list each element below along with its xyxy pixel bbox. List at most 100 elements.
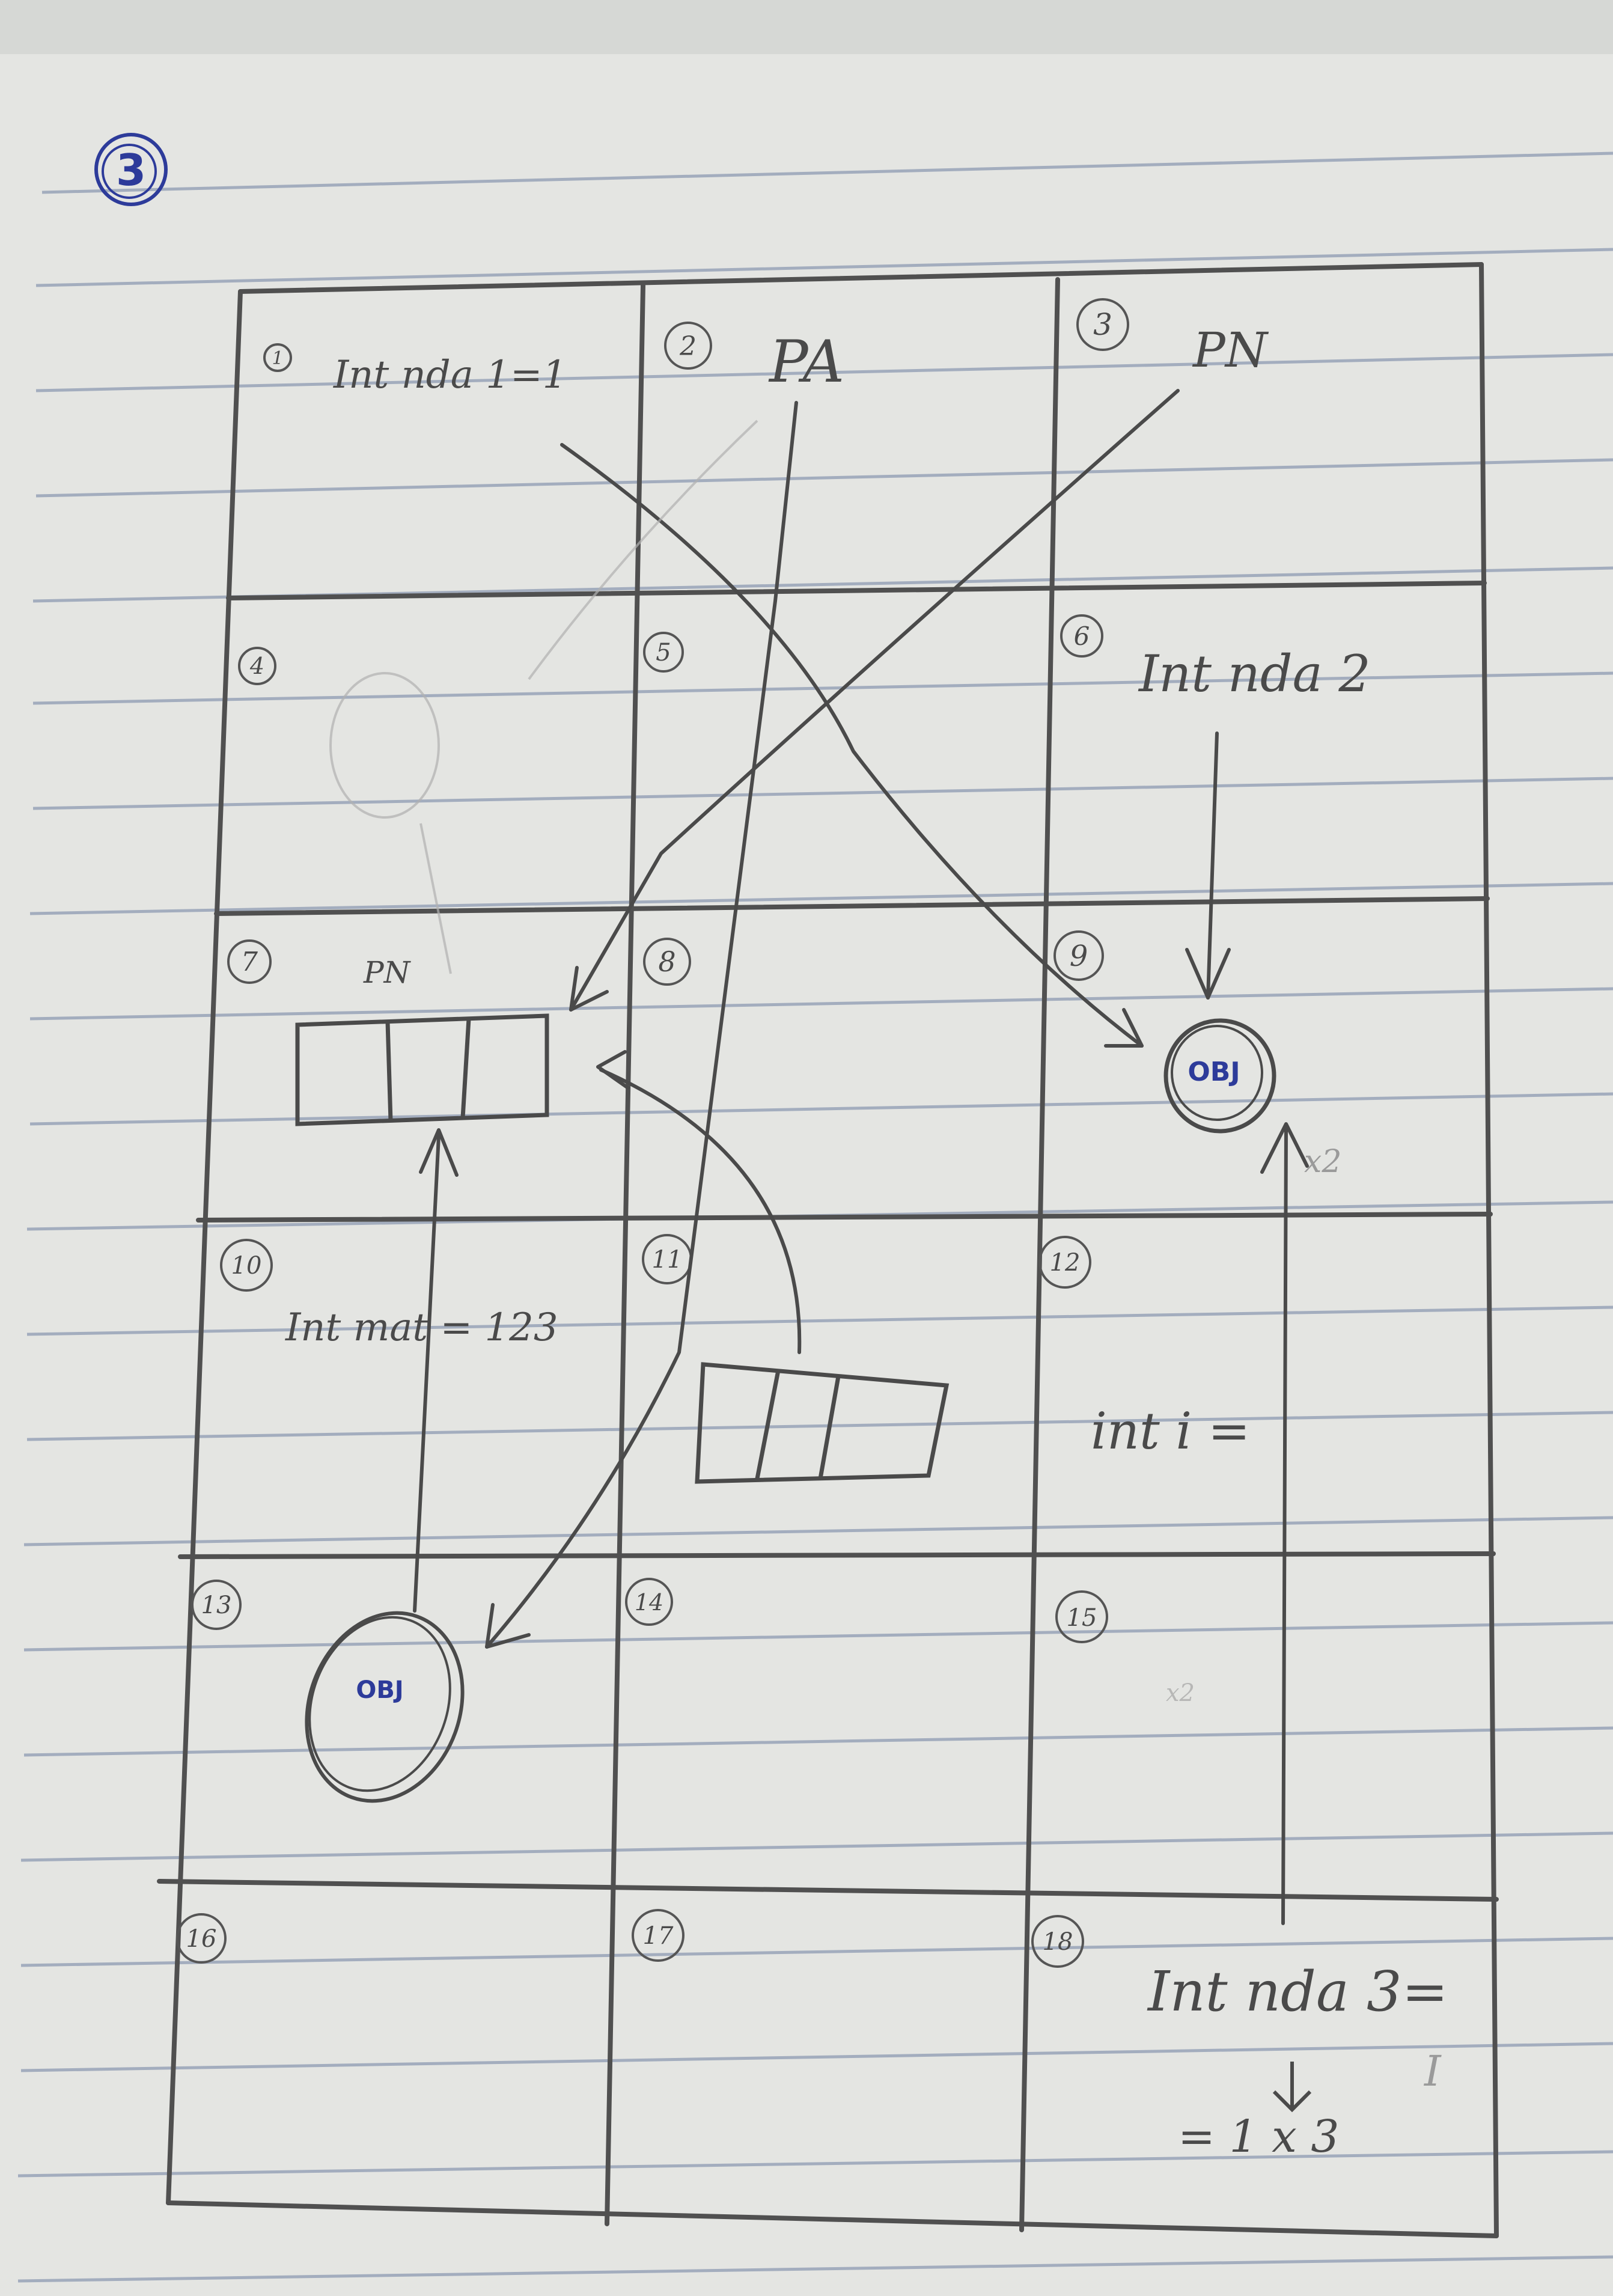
cell-11-number: 11	[652, 1246, 683, 1274]
arrow-pa-to-obj-head	[485, 1603, 531, 1649]
cell-6-number-circle	[1060, 614, 1103, 658]
cell-13-number-circle	[191, 1580, 242, 1630]
cell-6-number: 6	[1074, 621, 1090, 651]
cell-18-number: 18	[1043, 1928, 1073, 1956]
arrow-pa-to-obj	[485, 401, 798, 1649]
arrow-array-to-array	[599, 1068, 802, 1354]
reference-arrows	[413, 389, 1309, 1925]
cell-13-number: 13	[201, 1592, 232, 1619]
arrow-pn-to-array-head	[569, 966, 609, 1012]
grid-bottom-border	[166, 2200, 1499, 2238]
page-number-circle	[94, 133, 168, 206]
array-box-middle-divider-1	[755, 1370, 781, 1479]
object-top-label: OBJ	[1188, 1057, 1240, 1087]
object-top: OBJ	[1163, 1018, 1276, 1134]
cell-2-number-circle	[664, 322, 712, 370]
object-top-ring-inner	[1171, 1025, 1263, 1121]
grid-row-line-1	[226, 581, 1487, 600]
cell-15-number-circle	[1055, 1590, 1108, 1643]
cell-2-number: 2	[679, 331, 697, 362]
arrow-obj-to-array-head	[419, 1128, 459, 1177]
cell-8-number: 8	[658, 945, 675, 978]
grid-top-border	[238, 262, 1484, 294]
cell-9-number: 9	[1070, 939, 1088, 973]
cell-10-number: 10	[231, 1252, 262, 1280]
page-number-mark: 3	[94, 133, 168, 206]
cell-10-number-circle	[220, 1239, 273, 1292]
cell-12-number: 12	[1050, 1249, 1081, 1277]
page-number-circle-inner	[102, 144, 157, 199]
cell-1-text: Int nda 1=1	[333, 353, 567, 397]
array-box-middle	[695, 1362, 950, 1484]
cell-3-number-circle	[1076, 298, 1129, 351]
object-bottom-label: OBJ	[356, 1676, 403, 1704]
erased-sketch	[329, 420, 758, 974]
formula-note: = 1 x 3	[1178, 2111, 1339, 2163]
cell-15-number: 15	[1067, 1604, 1097, 1632]
cell-16-number: 16	[186, 1925, 217, 1953]
cell-5-number: 5	[656, 639, 671, 667]
cell-17-number-circle	[632, 1909, 685, 1962]
arrow-cell1-to-obj-head	[1104, 1008, 1144, 1048]
arrow-array-to-array-head	[596, 1050, 630, 1090]
grid-row-line-4	[178, 1551, 1496, 1559]
array-box-middle-outline	[695, 1362, 950, 1484]
cell-10-text: Int mat = 123	[285, 1305, 558, 1350]
cell-1-number-circle	[263, 343, 292, 372]
object-bottom: OBJ	[305, 1611, 465, 1803]
grid-left-border	[166, 289, 243, 2205]
cell-2-text: PA	[768, 328, 844, 395]
arrow-cell1-to-obj	[560, 443, 1144, 1048]
grid-col-line-1	[605, 283, 645, 2226]
cell-numbers	[176, 298, 1129, 1968]
cell-8-number-circle	[643, 938, 691, 986]
grid-right-border	[1479, 262, 1499, 2238]
page-number: 3	[116, 145, 146, 195]
arrow-cell18-to-obj-head	[1260, 1122, 1309, 1174]
array-box-top	[295, 1013, 549, 1126]
array-box-top-divider-1	[385, 1021, 393, 1122]
cell-14-number: 14	[635, 1589, 663, 1616]
cell-6-text: Int nda 2	[1138, 644, 1371, 703]
object-top-ring-outer	[1163, 1018, 1276, 1134]
arrow-pn-to-array	[569, 389, 1180, 1012]
cell-5-number-circle	[643, 632, 684, 673]
array-box-middle-divider-2	[818, 1376, 841, 1479]
paper-shadow	[0, 0, 1613, 54]
arrow-cell6-to-obj	[1206, 731, 1219, 1000]
cell-4-number-circle	[238, 647, 276, 685]
grid-row-line-5	[157, 1879, 1499, 1902]
erased-arrow	[419, 823, 452, 974]
cell-3-text: PN	[1192, 322, 1269, 378]
object-bottom-ring-outer	[305, 1611, 465, 1803]
arrow-cell6-to-obj-head	[1185, 948, 1231, 1000]
object-bottom-ring-inner	[308, 1616, 451, 1792]
cell-9-number-circle	[1053, 930, 1104, 981]
erased-circle	[329, 672, 440, 819]
cell-7-text: PN	[363, 955, 412, 990]
cell-1-number: 1	[272, 348, 283, 369]
cell-18-number-circle	[1031, 1915, 1084, 1968]
cell-12-number-circle	[1038, 1236, 1091, 1289]
cell-18-text: Int nda 3=	[1147, 1959, 1448, 2024]
cell-3-number: 3	[1093, 307, 1112, 342]
cell-number-labels: 1 2 3 4 5 6 7 8 9 10 11 12 13 14 15 16 1…	[186, 307, 1112, 1956]
arrow-cell18-to-obj	[1281, 1128, 1288, 1925]
times-two-note: x2	[1304, 1144, 1341, 1180]
cell-14-number-circle	[625, 1578, 673, 1626]
cell-17-number: 17	[643, 1922, 674, 1950]
erased-stroke	[528, 420, 758, 680]
array-box-top-divider-2	[460, 1018, 471, 1119]
cell-texts: Int nda 1=1 PA PN Int nda 2 PN Int mat =…	[285, 322, 1448, 2024]
small-arrow-icon	[1272, 2062, 1312, 2113]
grid-row-line-2	[214, 896, 1490, 916]
cell-7-number-circle	[227, 939, 272, 984]
cell-12-text: int i =	[1091, 1402, 1250, 1461]
arrow-obj-to-array	[413, 1134, 441, 1613]
cursor-mark: I	[1423, 2047, 1442, 2096]
cell-4-number: 4	[249, 653, 264, 679]
times-two-faint-note: x2	[1166, 1679, 1195, 1707]
cell-7-number: 7	[241, 947, 258, 977]
